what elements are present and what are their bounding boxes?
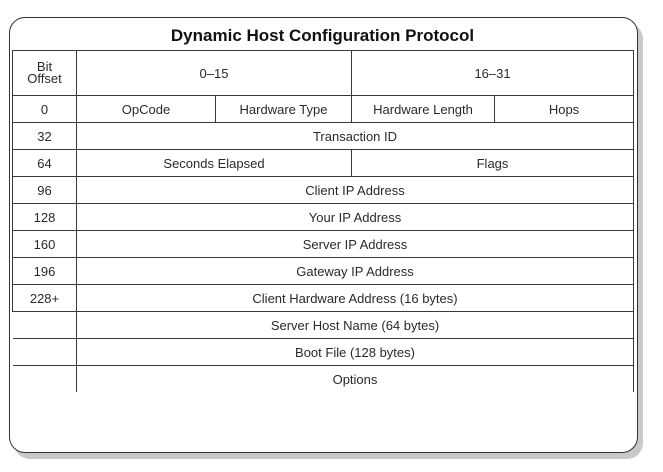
table-row: Boot File (128 bytes) bbox=[12, 338, 635, 366]
field-hardware-type: Hardware Type bbox=[214, 95, 353, 123]
diagram-title: Dynamic Host Configuration Protocol bbox=[170, 26, 475, 45]
table-row: 64 Seconds Elapsed Flags bbox=[12, 149, 635, 177]
row-offset: 196 bbox=[12, 257, 77, 285]
field-seconds-elapsed: Seconds Elapsed bbox=[75, 149, 353, 177]
bit-offset-header: Bit Offset bbox=[12, 50, 77, 96]
row-offset: 228+ bbox=[12, 284, 77, 312]
table-row: 32 Transaction ID bbox=[12, 122, 635, 150]
row-offset: 64 bbox=[12, 149, 77, 177]
table-row: 196 Gateway IP Address bbox=[12, 257, 635, 285]
field-your-ip: Your IP Address bbox=[75, 203, 635, 231]
table-row: 228+ Client Hardware Address (16 bytes) bbox=[12, 284, 635, 312]
table-row: 128 Your IP Address bbox=[12, 203, 635, 231]
table-row: 0 OpCode Hardware Type Hardware Length H… bbox=[12, 95, 635, 123]
field-hardware-length: Hardware Length bbox=[351, 95, 496, 123]
field-opcode: OpCode bbox=[76, 95, 216, 123]
field-client-ip: Client IP Address bbox=[75, 176, 635, 204]
bit-range-16-31: 16–31 bbox=[351, 50, 635, 96]
field-server-ip: Server IP Address bbox=[75, 230, 635, 258]
field-options: Options bbox=[75, 365, 635, 392]
field-server-host-name: Server Host Name (64 bytes) bbox=[75, 311, 635, 339]
bit-offset-label-line1: Bit bbox=[36, 59, 53, 74]
bit-offset-label-line2: Offset bbox=[27, 71, 62, 86]
field-transaction-id: Transaction ID bbox=[75, 122, 635, 150]
field-client-hardware-address: Client Hardware Address (16 bytes) bbox=[75, 284, 635, 312]
table-row: 160 Server IP Address bbox=[12, 230, 635, 258]
row-offset: 96 bbox=[12, 176, 77, 204]
field-hops: Hops bbox=[494, 95, 635, 123]
row-offset: 160 bbox=[12, 230, 77, 258]
row-offset bbox=[12, 338, 77, 366]
row-offset: 128 bbox=[12, 203, 77, 231]
header-row: Bit Offset 0–15 16–31 bbox=[12, 50, 635, 96]
field-boot-file: Boot File (128 bytes) bbox=[75, 338, 635, 366]
bit-range-0-15: 0–15 bbox=[75, 50, 353, 96]
field-gateway-ip: Gateway IP Address bbox=[75, 257, 635, 285]
field-flags: Flags bbox=[351, 149, 635, 177]
table-row: 96 Client IP Address bbox=[12, 176, 635, 204]
dhcp-packet-table: Bit Offset 0–15 16–31 0 OpCode Hardware … bbox=[12, 50, 635, 392]
row-offset: 32 bbox=[12, 122, 77, 150]
table-row: Server Host Name (64 bytes) bbox=[12, 311, 635, 339]
table-row: Options bbox=[12, 365, 635, 392]
row-offset bbox=[12, 311, 77, 339]
row-offset bbox=[12, 365, 77, 392]
row-offset: 0 bbox=[12, 95, 77, 123]
